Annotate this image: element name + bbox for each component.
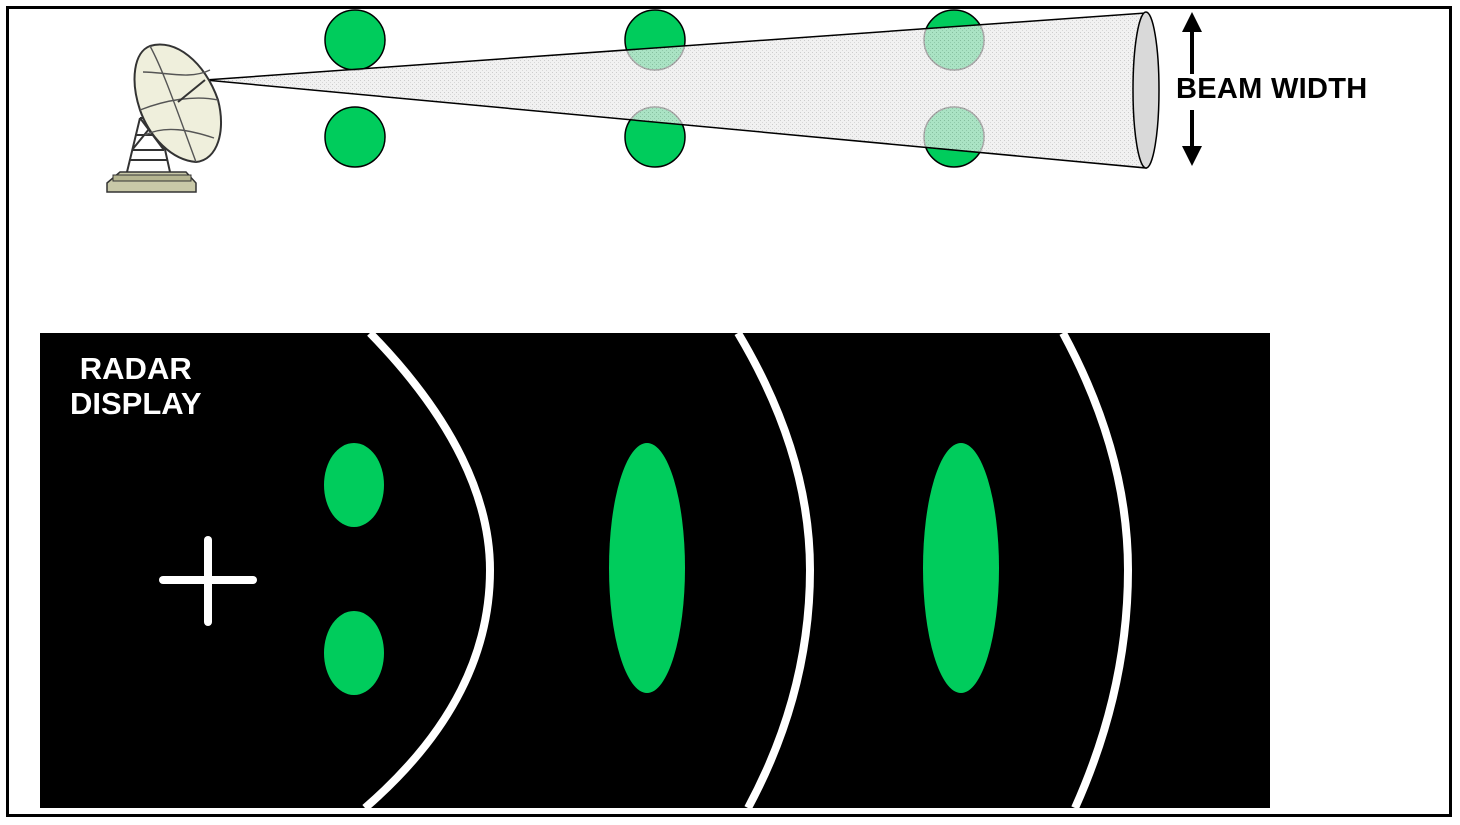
blip-mid-merged [609, 443, 685, 693]
range-ring-3 [1059, 331, 1133, 810]
radar-dish-icon [106, 43, 222, 193]
target-near-bottom [324, 106, 386, 168]
range-ring-2 [734, 330, 815, 810]
radar-display-title: RADAR DISPLAY [70, 351, 202, 421]
double-arrow-icon [1174, 12, 1210, 166]
range-ring-1 [362, 330, 495, 812]
target-near-top [324, 9, 386, 71]
display-title-line2: DISPLAY [70, 385, 202, 421]
blip-near-top [324, 443, 384, 527]
radar-display [40, 330, 1270, 812]
blip-far-merged [923, 443, 999, 693]
blip-near-bottom [324, 611, 384, 695]
display-title-line1: RADAR [79, 351, 192, 386]
beam-width-label: BEAM WIDTH [1176, 73, 1368, 105]
radar-beam [204, 11, 1160, 169]
crosshair-icon [159, 536, 257, 626]
